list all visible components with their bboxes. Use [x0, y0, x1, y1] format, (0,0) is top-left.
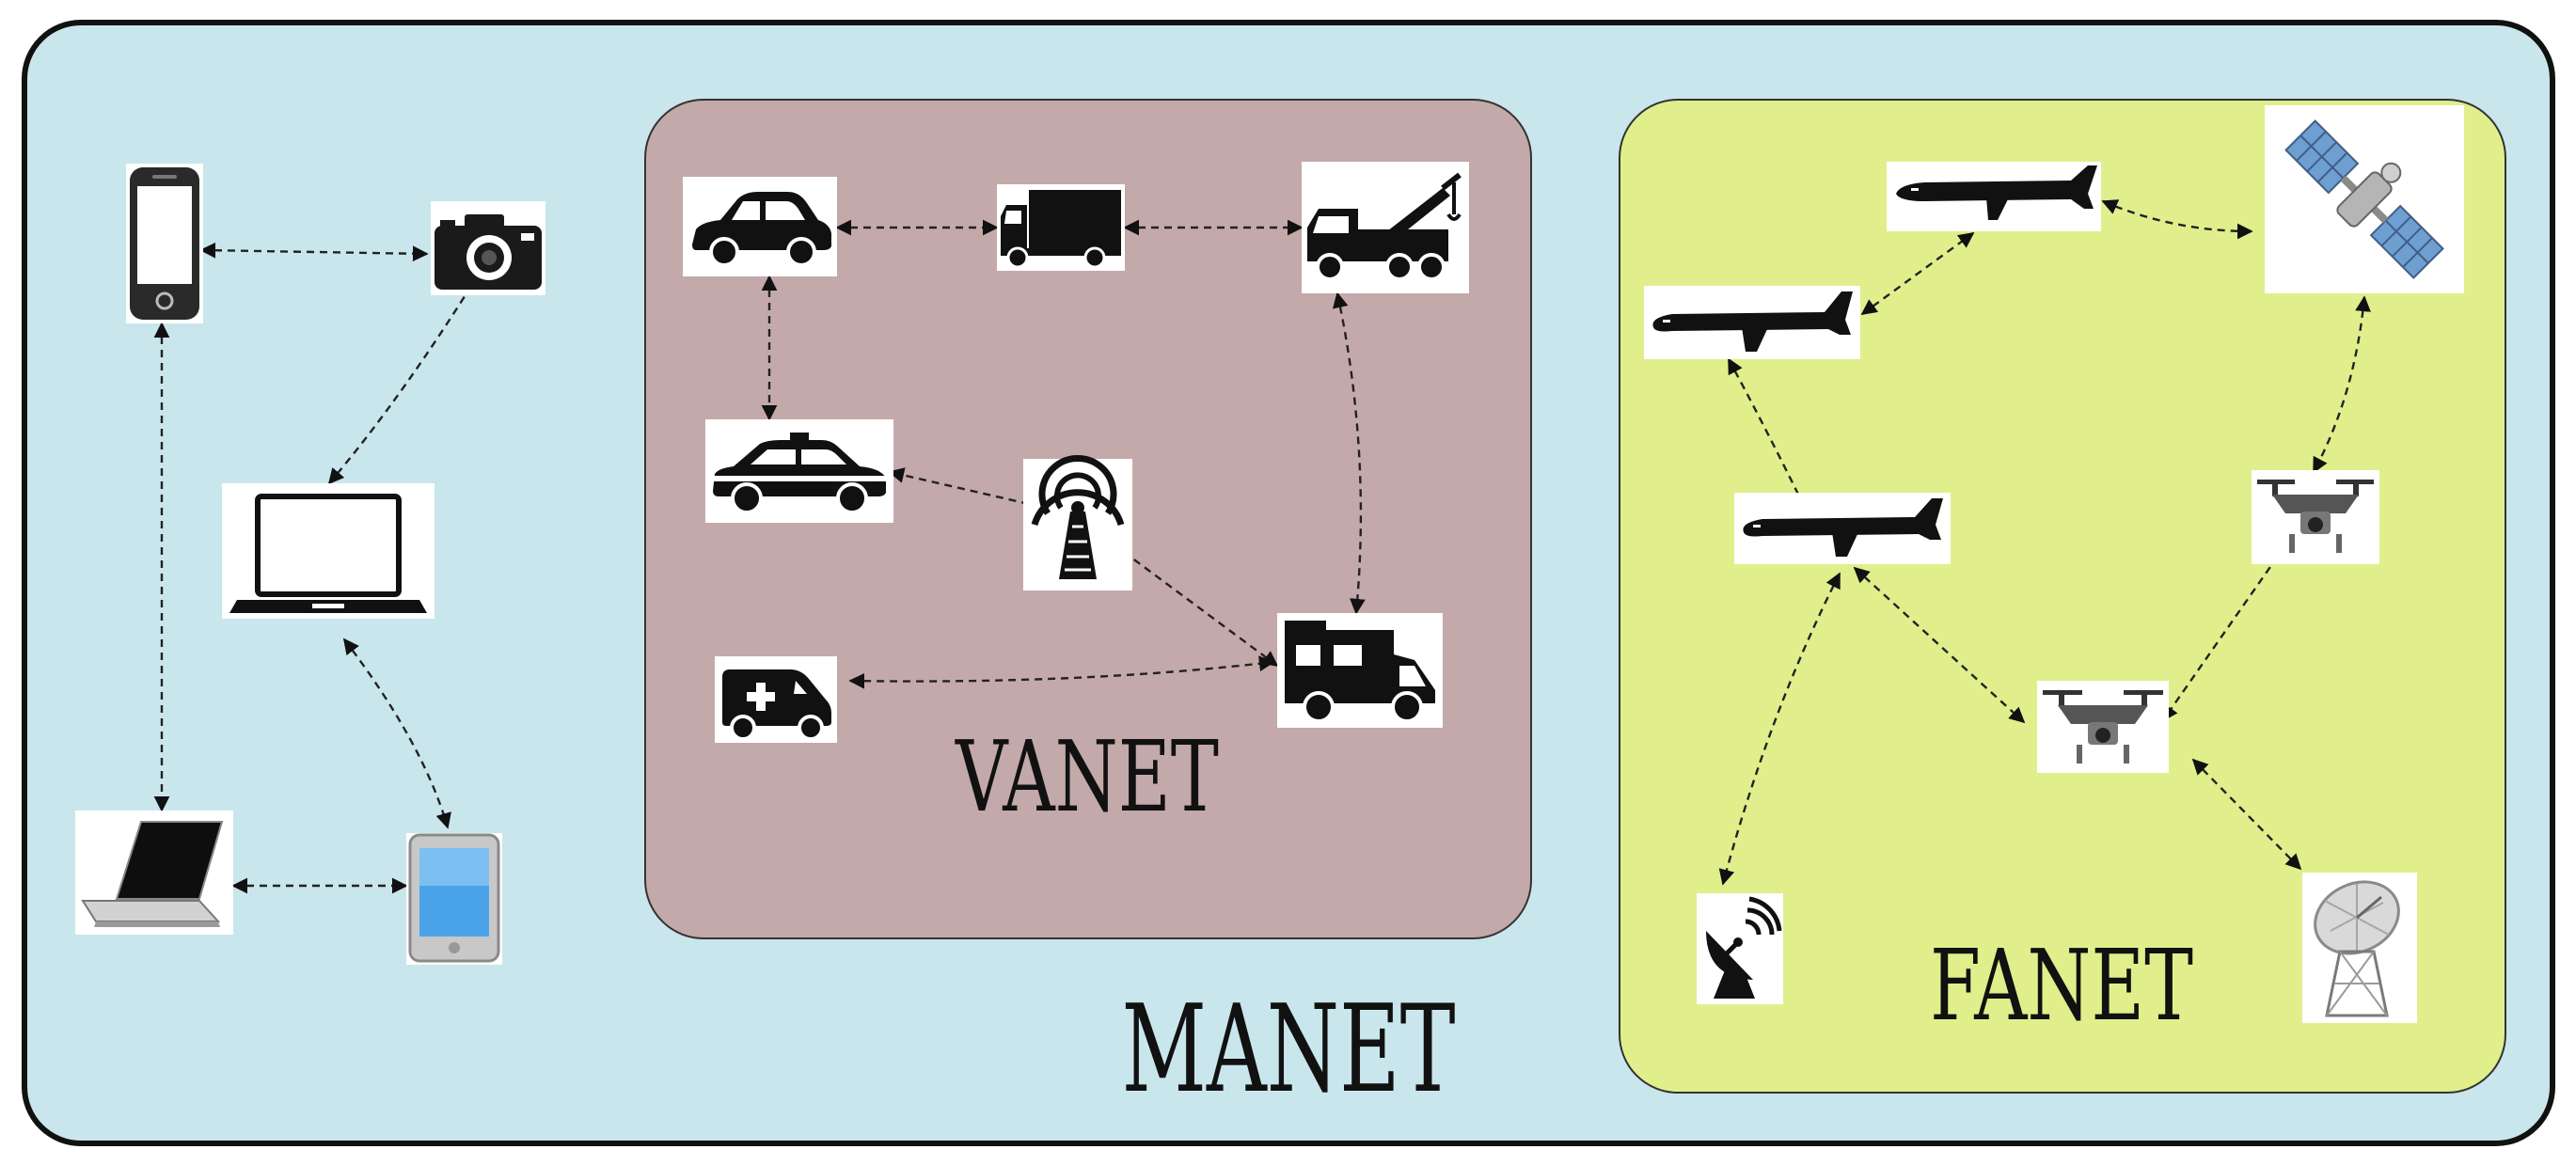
- link-laptop-tablet: [342, 638, 451, 829]
- laptop-outline-icon: [222, 483, 435, 619]
- vanet-links: [761, 219, 1366, 689]
- link-tower-police: [888, 467, 1030, 506]
- car-icon: [683, 177, 837, 276]
- manet-label: MANET: [1122, 980, 1456, 1120]
- airplane-icon: [1644, 286, 1860, 359]
- link-camera-laptop: [327, 261, 487, 485]
- camera-icon: [431, 201, 545, 295]
- drone-icon: [2037, 681, 2169, 773]
- link-ambulance-camper: [848, 655, 1275, 689]
- ambulance-icon: [715, 656, 837, 743]
- radar-antenna-icon: [2302, 873, 2417, 1023]
- radio-tower-icon: [1023, 455, 1132, 590]
- link-phone-camera: [199, 242, 429, 262]
- satellite-icon: [2265, 105, 2464, 293]
- tablet-icon: [406, 833, 502, 965]
- airplane-icon: [1734, 493, 1951, 564]
- drone-icon: [2252, 470, 2379, 564]
- link-satellite-drone-right: [2312, 295, 2371, 474]
- link-plane-top-satellite: [2101, 199, 2253, 240]
- link-towtruck-camper: [1332, 291, 1366, 615]
- link-drone-right-drone-center: [2162, 543, 2286, 722]
- link-tower-camper: [1101, 535, 1279, 668]
- truck-icon: [997, 184, 1125, 271]
- vanet-label: VANET: [955, 719, 1219, 834]
- laptop-icon: [75, 811, 233, 935]
- satellite-dish-icon: [1697, 893, 1783, 1004]
- smartphone-icon: [126, 164, 203, 323]
- police-car-icon: [705, 419, 893, 523]
- airplane-icon: [1887, 162, 2101, 231]
- link-plane-mid-dish: [1718, 572, 1841, 886]
- link-plane-mid-drone-center: [1853, 566, 2026, 724]
- fanet-label: FANET: [1930, 928, 2193, 1043]
- camper-van-icon: [1277, 613, 1443, 728]
- tow-truck-icon: [1302, 162, 1469, 293]
- link-plane-left-plane-top: [1860, 232, 1975, 315]
- manet-links: [153, 242, 487, 894]
